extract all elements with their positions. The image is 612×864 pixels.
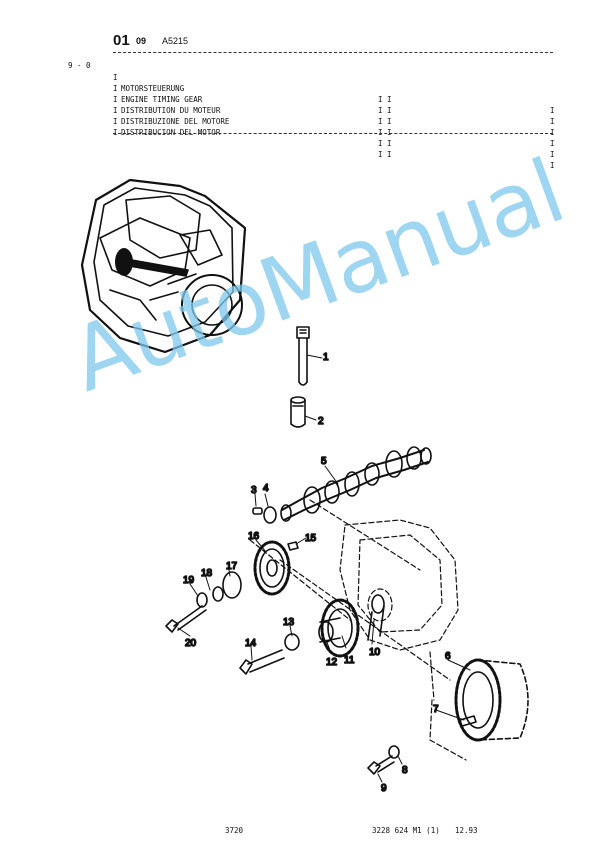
- part-1-bolt: [296, 326, 310, 386]
- table-border: I: [550, 150, 555, 159]
- callout-7: 7: [433, 704, 439, 715]
- table-border: I: [550, 139, 555, 148]
- timing-case-outline: [249, 499, 459, 681]
- callout-9: 9: [381, 783, 387, 794]
- callout-11: 11: [344, 655, 355, 666]
- title-row: I I I I: [113, 116, 563, 170]
- part-7-key: [459, 715, 477, 727]
- table-border: I: [113, 106, 118, 115]
- footer-date: 12.93: [455, 826, 478, 835]
- table-border: I: [550, 106, 555, 115]
- callout-1: 1: [323, 352, 329, 363]
- table-border: I I: [378, 106, 392, 115]
- table-border: I I: [378, 117, 392, 126]
- part-15-pin: [287, 541, 299, 551]
- callout-17: 17: [226, 561, 238, 572]
- callout-leaders: [177, 354, 471, 783]
- callout-15: 15: [305, 533, 317, 544]
- header-code: A5215: [162, 36, 189, 46]
- table-border: I I: [378, 95, 392, 104]
- table-border: I: [550, 117, 555, 126]
- title-row: I DISTRIBUTION DU MOTEUR I I I: [113, 83, 563, 137]
- table-border: I: [113, 73, 118, 82]
- crank-alignment-line: [429, 651, 467, 761]
- part-4-washer: [263, 506, 277, 524]
- callout-8: 8: [402, 765, 408, 776]
- title-spanish: DISTRIBUCION DEL MOTOR: [121, 128, 221, 137]
- part-8-washer: [388, 745, 400, 759]
- title-german: MOTORSTEUERUNG: [121, 84, 185, 93]
- section-number: 9 - 0: [68, 61, 91, 70]
- part-17-plate: [222, 571, 242, 599]
- title-table: I MOTORSTEUERUNG I I I I ENGINE TIMING G…: [113, 61, 563, 170]
- table-border: I: [113, 95, 118, 104]
- table-border: I: [113, 128, 118, 137]
- callout-10: 10: [369, 647, 381, 658]
- header-subgroup: 09: [136, 36, 147, 46]
- table-border: I I: [378, 139, 392, 148]
- title-english: ENGINE TIMING GEAR: [121, 95, 203, 104]
- callout-3: 3: [251, 485, 257, 496]
- callout-19: 19: [183, 575, 195, 586]
- part-14-bolt: [239, 649, 285, 675]
- part-18-washer: [212, 586, 224, 602]
- part-3-key: [252, 507, 263, 515]
- header-group: 01: [113, 32, 130, 49]
- title-row: I DISTRIBUCION DEL MOTOR I I I: [113, 105, 563, 159]
- callout-4: 4: [263, 483, 269, 494]
- table-border: I: [550, 161, 555, 170]
- table-border: I I: [378, 150, 392, 159]
- part-6-crank-gear: [454, 658, 529, 742]
- title-row: I ENGINE TIMING GEAR I I I: [113, 72, 563, 126]
- title-bottom-rule: [113, 133, 553, 134]
- callout-6: 6: [445, 651, 451, 662]
- callout-14: 14: [245, 638, 257, 649]
- table-border: I: [113, 117, 118, 126]
- part-16-gear: [253, 540, 291, 596]
- engine-block-thumbnail: [80, 178, 247, 354]
- part-10-shaft: [367, 594, 385, 641]
- callout-5: 5: [321, 456, 327, 467]
- part-2-sleeve: [290, 396, 306, 428]
- callout-20: 20: [185, 638, 197, 649]
- table-border: I: [550, 128, 555, 137]
- part-5-camshaft: [280, 446, 432, 522]
- table-border: I: [113, 84, 118, 93]
- part-19-washer: [196, 592, 208, 608]
- title-row: I MOTORSTEUERUNG I I I: [113, 61, 563, 115]
- table-border: I I: [378, 128, 392, 137]
- footer-document-number: 3228 624 M1 (1): [372, 826, 440, 835]
- callout-18: 18: [201, 568, 213, 579]
- part-20-screw: [165, 605, 207, 633]
- title-top-rule: [113, 52, 553, 53]
- callout-16: 16: [248, 531, 260, 542]
- footer-page-number: 3720: [225, 826, 244, 835]
- part-9-screw: [367, 755, 395, 775]
- part-11-intermediate-gear: [320, 598, 360, 658]
- title-row: I DISTRIBUZIONE DEL MOTORE I I I: [113, 94, 563, 148]
- title-french: DISTRIBUTION DU MOTEUR: [121, 106, 221, 115]
- callout-2: 2: [318, 416, 324, 427]
- part-12-hub: [318, 617, 341, 643]
- callout-13: 13: [283, 617, 295, 628]
- callout-12: 12: [326, 657, 338, 668]
- title-italian: DISTRIBUZIONE DEL MOTORE: [121, 117, 230, 126]
